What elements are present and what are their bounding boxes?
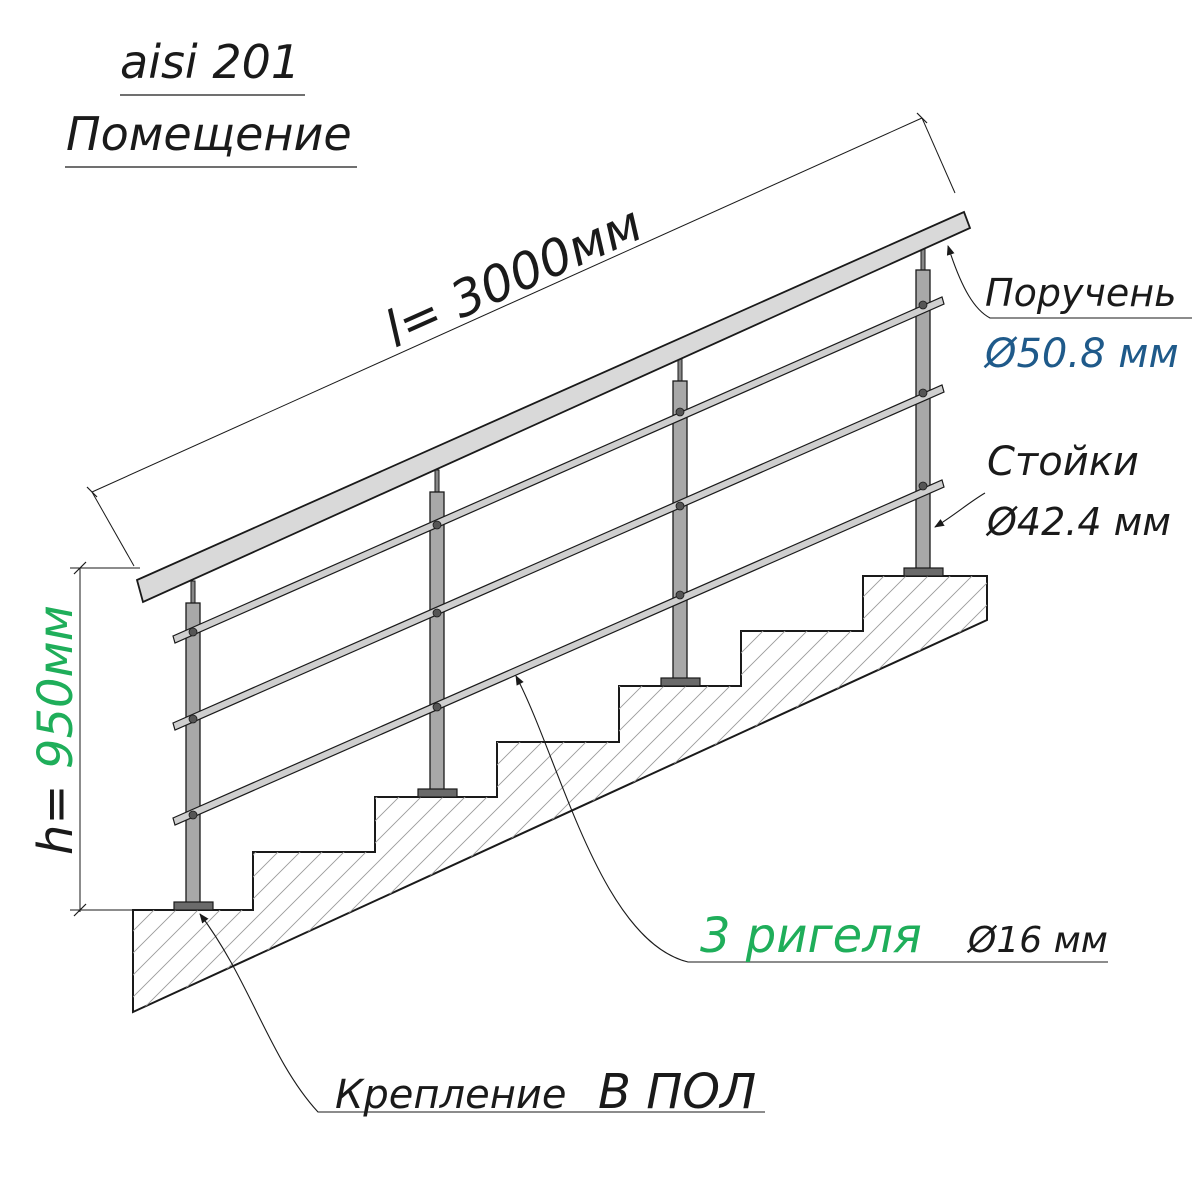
rails-name: 3 ригеля (700, 908, 922, 964)
mount-type: В ПОЛ (598, 1064, 756, 1120)
hatch-line (1042, 500, 1200, 1100)
rail-bottom (172, 479, 945, 826)
hatch-line (249, 576, 851, 1012)
leader-handrail (946, 245, 1192, 319)
location-label: Помещение (66, 107, 352, 161)
hatch-line (1086, 500, 1200, 1100)
leader-rails (515, 675, 1108, 963)
posts-diameter: Ø42.4 мм (985, 500, 1171, 544)
height-value: 950мм (28, 605, 84, 769)
rail-top (172, 296, 945, 644)
mount-name: Крепление (335, 1072, 566, 1118)
post-3 (660, 358, 701, 687)
post-2 (417, 469, 458, 798)
hatch-line (975, 576, 987, 1012)
hatch-line (799, 576, 987, 1012)
posts-name: Стойки (987, 439, 1139, 485)
posts (173, 247, 944, 911)
leader-mount (199, 913, 765, 1113)
stair-block (132, 500, 1200, 1100)
length-label: l= 3000мм (376, 194, 650, 359)
height-prefix: h= (28, 769, 84, 855)
hatch-line (1152, 500, 1200, 1100)
hatch-line (535, 576, 987, 1012)
rail-connectors (188, 300, 928, 820)
handrail (135, 210, 972, 604)
hatch-line (133, 576, 719, 1012)
hatch-line (998, 500, 1200, 1100)
leader-posts (934, 492, 986, 528)
height-label: h= 950мм (28, 605, 84, 855)
hatch-line (1020, 500, 1200, 1100)
hatch-line (777, 576, 987, 1012)
hatch-line (557, 576, 987, 1012)
leader-lines (199, 245, 1192, 1113)
rail-middle (172, 384, 945, 731)
hatch-line (1108, 500, 1200, 1100)
hatch-line (161, 576, 763, 1012)
rails-diameter: Ø16 мм (966, 920, 1108, 961)
height-dimension (70, 561, 140, 917)
hatch-line (1130, 500, 1200, 1100)
handrail-name: Поручень (985, 271, 1177, 315)
handrail-diameter: Ø50.8 мм (983, 331, 1179, 377)
hatch-line (513, 576, 987, 1012)
length-dimension (86, 112, 956, 567)
hatch-line (1174, 500, 1200, 1100)
rails (172, 296, 945, 826)
hatch-line (953, 576, 987, 1012)
hatch-line (271, 576, 873, 1012)
hatch-line (227, 576, 829, 1012)
post-4 (903, 247, 944, 577)
hatch-line (1196, 500, 1200, 1100)
hatch-line (1064, 500, 1200, 1100)
material-label: aisi 201 (120, 35, 300, 89)
post-1 (173, 580, 214, 911)
